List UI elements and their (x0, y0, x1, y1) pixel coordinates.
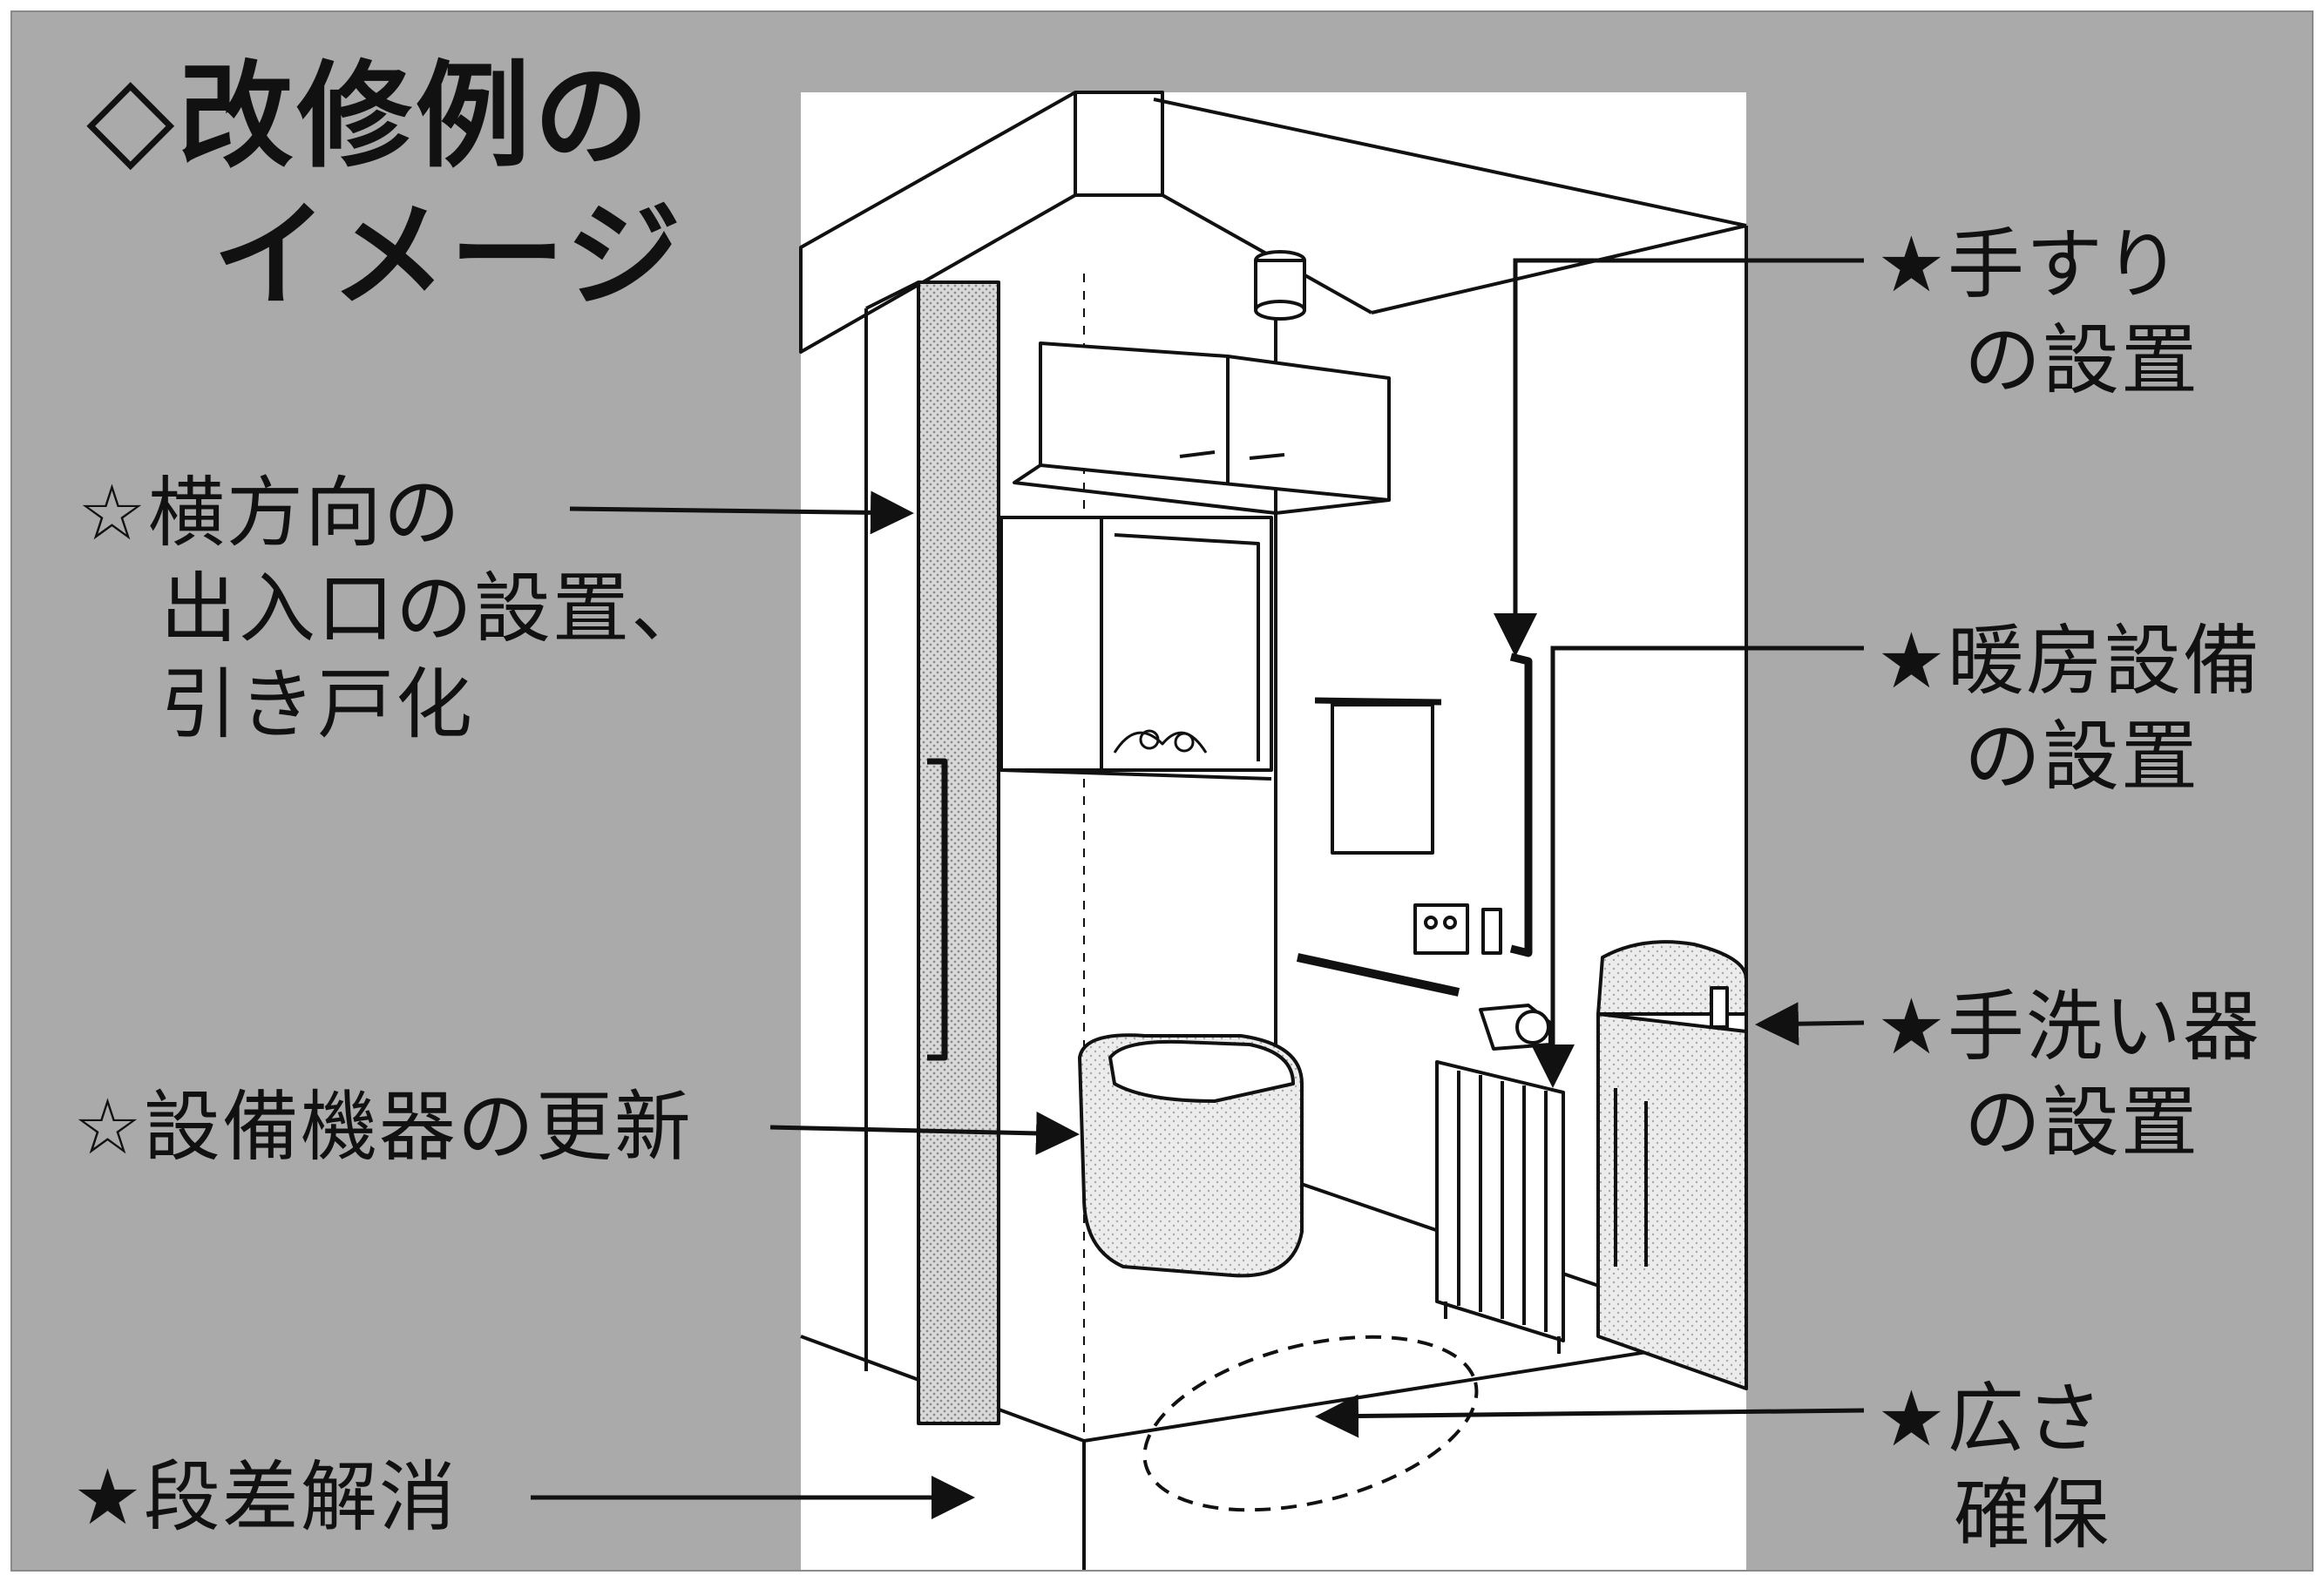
callout-space-line-1: ★広さ (1877, 1374, 2104, 1464)
arrow-handrail (1494, 258, 1864, 657)
callout-heater-line-2: の設置 (1964, 712, 2200, 801)
diagram-canvas: ◇改修例の イメージ ☆横方向の 出入口の設置、 引き戸化 ☆設備機器の更新 ★… (10, 10, 2314, 1572)
arrow-door (569, 490, 914, 535)
callout-sink-line-2: の設置 (1964, 1078, 2200, 1167)
callout-door-line-1: ☆横方向の (78, 468, 462, 558)
callout-handrail-line-1: ★手すり (1877, 220, 2183, 309)
callout-sink-line-1: ★手洗い器 (1877, 982, 2261, 1072)
panel-heater (1435, 1060, 1565, 1342)
arrow-heater (1531, 646, 1864, 1088)
diagram-heading: ◇改修例の イメージ (86, 47, 684, 326)
callout-sink: ★手洗い器 の設置 (1877, 979, 2261, 1171)
window (999, 516, 1273, 772)
door-post (917, 281, 1000, 1425)
callout-space-line-2: 確保 (1954, 1470, 2111, 1559)
arrow-sink (1755, 1002, 1865, 1046)
space-ellipse (1142, 1335, 1479, 1512)
callout-handrail: ★手すり の設置 (1877, 217, 2199, 409)
callout-door-line-2: 出入口の設置、 (160, 564, 710, 653)
arrow-space (1315, 1394, 1865, 1438)
callout-handrail-line-2: の設置 (1964, 315, 2200, 405)
callout-heater: ★暖房設備 の設置 (1877, 613, 2261, 805)
toilet-renovation-illustration (531, 91, 1865, 1570)
callout-door: ☆横方向の 出入口の設置、 引き戸化 (78, 465, 709, 753)
callout-fixture: ☆設備機器の更新 (73, 1079, 693, 1175)
arrow-fixture (769, 1111, 1080, 1155)
callout-step-line-1: ★段差解消 (73, 1452, 457, 1542)
callout-fixture-line-1: ☆設備機器の更新 (73, 1082, 693, 1172)
callout-door-line-3: 引き戸化 (160, 659, 475, 749)
hand-wash-sink (1596, 940, 1748, 1016)
horizontal-grab-bar (1296, 953, 1460, 997)
callout-space: ★広さ 確保 (1877, 1371, 2111, 1563)
vertical-handrail (1509, 652, 1533, 957)
callout-heater-line-1: ★暖房設備 (1877, 616, 2261, 706)
heading-line-1: ◇改修例の (86, 50, 653, 184)
heading-line-2: イメージ (213, 189, 685, 323)
callout-step: ★段差解消 (73, 1450, 457, 1545)
